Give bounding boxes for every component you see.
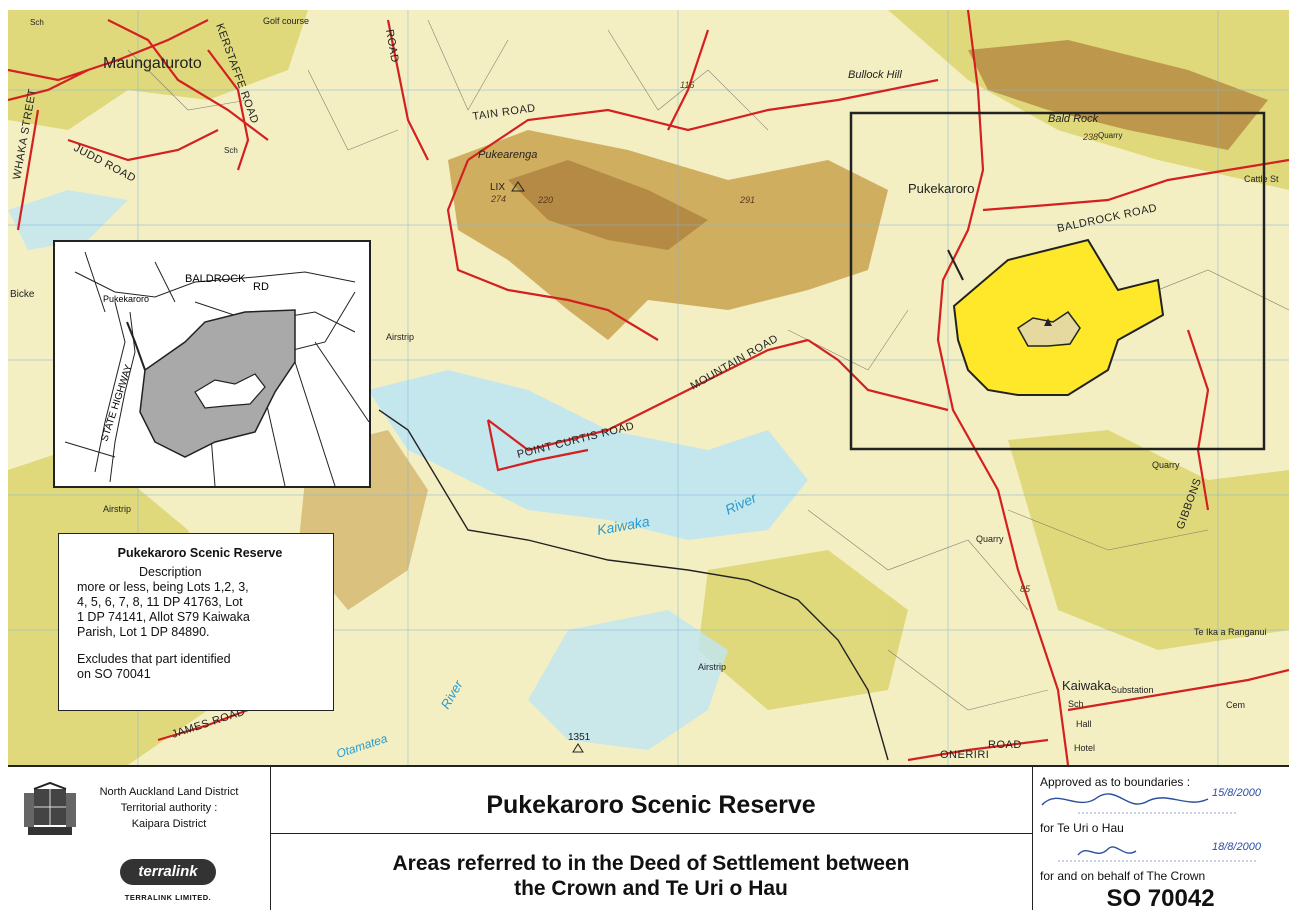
trig-triangle-icon (511, 181, 525, 192)
map-canvas: Maungaturoto Pukekaroro Pukearenga Bullo… (8, 10, 1289, 765)
inset-label-baldrock: BALDROCK (185, 273, 246, 285)
description-line-3: 1 DP 74141, Allot S79 Kaiwaka (77, 610, 250, 624)
inset-label-rd: RD (253, 281, 269, 293)
label-airstrip-3: Airstrip (698, 662, 726, 672)
label-lix: LIX (490, 182, 505, 193)
reserve-location-frame (849, 111, 1266, 451)
elevation-220: 220 (537, 195, 553, 205)
inset-label-pukekaroro: Pukekaroro (103, 294, 149, 304)
elevation-291: 291 (739, 195, 755, 205)
label-oneriri-road: ROAD (988, 739, 1022, 751)
label-quarry-1: Quarry (1098, 131, 1122, 140)
survey-office-number: SO 70042 (1106, 885, 1215, 912)
label-quarry-3: Quarry (976, 534, 1004, 544)
label-maungaturoto: Maungaturoto (103, 55, 202, 72)
label-otamatea: Otamatea (335, 731, 390, 761)
description-heading: Description (139, 565, 202, 579)
label-sch-2: Sch (224, 146, 238, 155)
district-cell: North Auckland Land District Territorial… (8, 767, 271, 910)
approval-label: Approved as to boundaries : (1040, 775, 1191, 789)
sheet-subtitle-line-1: Areas referred to in the Deed of Settlem… (392, 852, 910, 875)
label-pukekaroro: Pukekaroro (908, 181, 974, 196)
sheet-subtitle-line-2: the Crown and Te Uri o Hau (514, 877, 788, 900)
sheet-title: Pukekaroro Scenic Reserve (486, 791, 816, 819)
description-box: Pukekaroro Scenic Reserve Description mo… (58, 533, 334, 711)
hill-relief (298, 40, 1268, 610)
signatory-te-uri-o-hau: for Te Uri o Hau (1040, 821, 1124, 835)
label-airstrip-2: Airstrip (103, 504, 131, 514)
territorial-authority-value: Kaipara District (131, 818, 207, 830)
inset-map: BALDROCK RD Pukekaroro STATE HIGHWAY (53, 240, 371, 488)
inset-canvas: BALDROCK RD Pukekaroro STATE HIGHWAY (64, 251, 370, 487)
title-cell: Pukekaroro Scenic Reserve Areas referred… (270, 767, 1033, 910)
label-otamatea-river: River (438, 677, 466, 711)
signatory-crown: for and on behalf of The Crown (1040, 869, 1206, 883)
terralink-caption: TERRALINK LIMITED. (124, 893, 212, 902)
signature-crown (1058, 846, 1258, 862)
description-line-4: Parish, Lot 1 DP 84890. (77, 625, 210, 639)
elevation-85: 85 (1020, 584, 1031, 594)
label-substation: Substation (1111, 685, 1154, 695)
label-cem: Cem (1226, 700, 1245, 710)
description-line-5: Excludes that part identified (77, 652, 231, 666)
label-tain-road-vertical: ROAD (383, 28, 401, 63)
label-judd-road: JUDD ROAD (72, 142, 138, 185)
description-line-6: on SO 70041 (77, 667, 151, 681)
terralink-logo: terralink (120, 859, 216, 885)
label-hotel: Hotel (1074, 743, 1095, 753)
label-hall: Hall (1076, 719, 1092, 729)
label-airstrip-1: Airstrip (386, 332, 414, 342)
label-catties: Cattle St (1244, 174, 1279, 184)
label-oneriri: ONERIRI (940, 749, 989, 761)
roads (8, 10, 1289, 765)
trig-triangle-icon (572, 743, 584, 753)
label-sch-1: Sch (30, 18, 44, 27)
inset-excluded-area (194, 373, 266, 409)
label-golf-course: Golf course (263, 16, 309, 26)
label-mountain-road: MOUNTAIN ROAD (689, 333, 781, 393)
label-bickers: Bicke (10, 289, 35, 300)
elevation-238: 238 (1082, 132, 1098, 142)
label-sch-3: Sch (1068, 699, 1084, 709)
railway (378, 409, 889, 761)
approval-cell: Approved as to boundaries : 15/8/2000 fo… (1032, 767, 1289, 912)
description-title: Pukekaroro Scenic Reserve (117, 546, 283, 560)
title-block: North Auckland Land District Territorial… (8, 765, 1289, 912)
label-bullock-hill: Bullock Hill (848, 69, 902, 81)
signature-te-uri-o-hau (1041, 793, 1238, 814)
label-kaiwaka: Kaiwaka (1062, 678, 1112, 693)
label-pukearenga: Pukearenga (478, 149, 537, 161)
elevation-274: 274 (490, 194, 506, 204)
territorial-authority-label: Territorial authority : (120, 802, 218, 814)
reserve-area (947, 238, 1165, 396)
description-line-2: 4, 5, 6, 7, 8, 11 DP 41763, Lot (77, 595, 243, 609)
approval-date-1: 15/8/2000 (1212, 787, 1261, 799)
label-bald-rock: Bald Rock (1048, 113, 1099, 125)
label-baldrock-road: BALDROCK ROAD (1056, 202, 1158, 235)
district-name: North Auckland Land District (99, 786, 239, 798)
approval-date-2: 18/8/2000 (1212, 841, 1261, 853)
terralink-logo-text: terralink (138, 863, 198, 880)
label-quarry-2: Quarry (1152, 460, 1180, 470)
coat-of-arms-icon (24, 781, 76, 835)
label-trig-1351: 1351 (568, 732, 591, 743)
description-line-1: more or less, being Lots 1,2, 3, (77, 580, 249, 594)
label-te-ika: Te Ika a Ranganui (1194, 627, 1267, 637)
elevation-116: 116 (680, 80, 694, 90)
